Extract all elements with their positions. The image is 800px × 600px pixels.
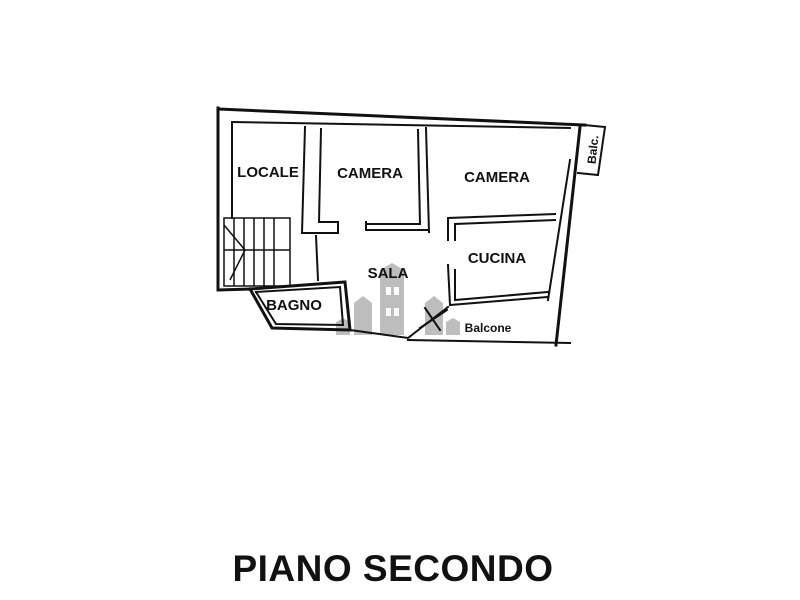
room-label-camera-2: CAMERA: [464, 169, 530, 186]
room-label-cucina: CUCINA: [468, 250, 526, 267]
staircase: [223, 217, 291, 287]
room-label-bagno: BAGNO: [266, 297, 322, 314]
room-label-locale: LOCALE: [237, 164, 299, 181]
room-labels: LOCALE CAMERA CAMERA CUCINA SALA BAGNO B…: [237, 135, 601, 335]
room-label-camera-1: CAMERA: [337, 165, 403, 182]
room-label-balcone: Balcone: [465, 321, 512, 335]
walls: [216, 106, 607, 347]
room-label-balc: Balc.: [585, 135, 602, 165]
watermark-houses-icon: [336, 263, 460, 335]
room-label-sala: SALA: [368, 265, 409, 282]
floor-title: PIANO SECONDO: [232, 548, 554, 589]
